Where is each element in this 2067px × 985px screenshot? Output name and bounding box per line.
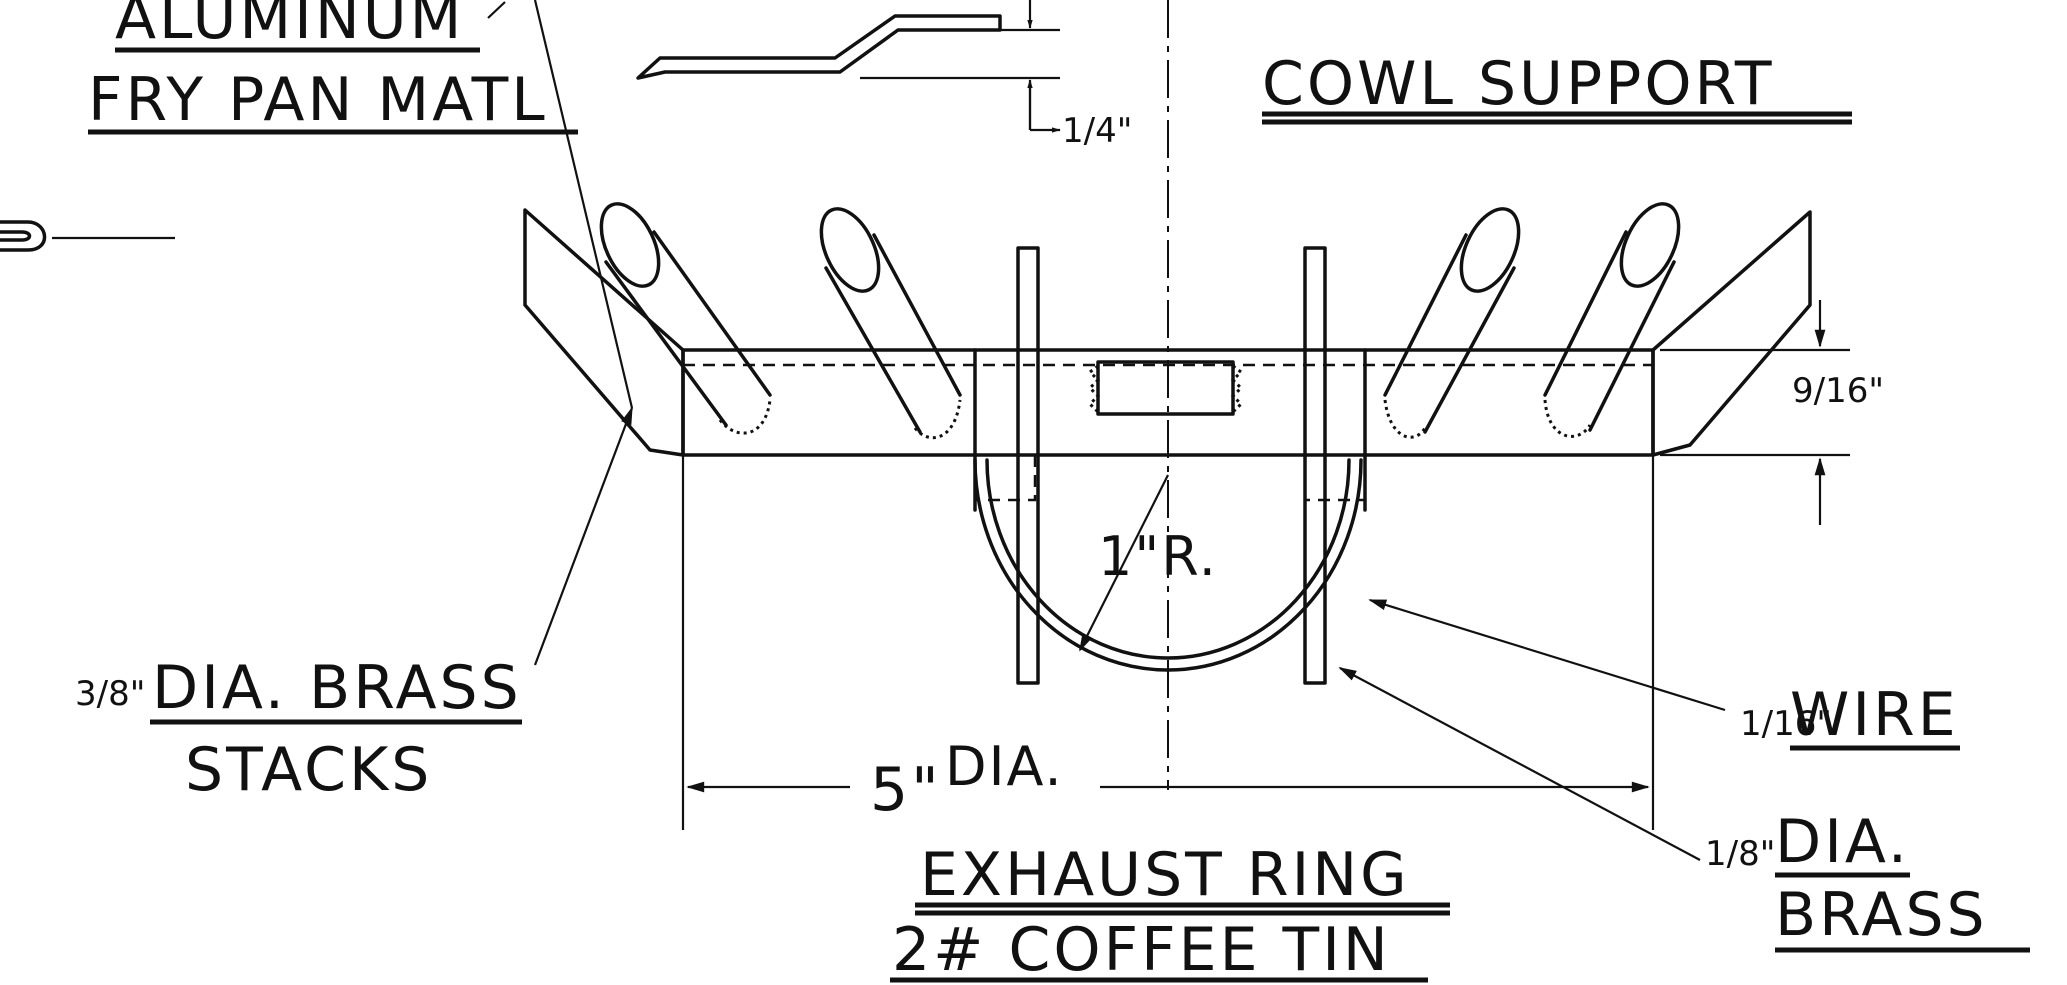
brass-rod-left [1016,246,1040,685]
stack-2 [819,207,962,440]
label-wire-fraction: 1/16" [1740,704,1832,744]
leader-aluminum [487,1,506,19]
label-quarter-inch: 1/4" [1062,111,1132,151]
brass-stacks-callout: 3/8" DIA. BRASS STACKS [75,0,634,805]
stack-3 [1383,207,1521,439]
label-wire: WIRE [1790,680,1959,750]
label-one-inch-radius: 1"R. [1098,525,1218,588]
aluminum-strip-profile: 1/4" [636,0,1132,151]
wire-callout: 1/16" WIRE [1368,598,1960,751]
cowl-support-title: COWL SUPPORT [1262,49,1852,125]
height-dimension: 9/16" [1660,300,1884,525]
brass-rod-right [1303,246,1327,685]
material-callout: ALUMINUM FRY PAN MATL [88,0,578,135]
label-cowl-support: COWL SUPPORT [1262,49,1775,119]
label-brass-stacks-fraction: 3/8" [75,674,145,714]
brass-rod-callout: 1/8" DIA. BRASS [1338,667,2030,953]
radius-callout: 1"R. [1079,474,1218,652]
label-exhaust-ring: EXHAUST RING [920,840,1410,910]
label-aluminum: ALUMINUM [115,0,464,53]
dimension-arrow-lower [1028,82,1060,130]
label-five-inch: 5" [870,755,942,825]
wire-support [973,348,1367,672]
label-brass-stacks-line2: STACKS [185,735,432,805]
right-stack-plate [1651,210,1812,457]
label-brass-rod-fraction: 1/8" [1705,834,1775,874]
label-brass-rod-line2: BRASS [1775,880,1988,950]
exhaust-ring-title: EXHAUST RING 2# COFFEE TIN [890,840,1450,985]
diameter-dimension: 5" DIA. [681,455,1655,830]
clip-fragment [0,220,175,252]
label-brass-stacks-line1: DIA. BRASS [152,653,522,723]
stack-1 [599,202,772,435]
left-stack-plate [523,208,685,457]
label-dia: DIA. [945,735,1064,798]
label-fry-pan-matl: FRY PAN MATL [88,65,548,135]
stack-4 [1543,202,1681,438]
label-brass-rod-line1: DIA. [1775,807,1910,877]
label-nine-sixteenths: 9/16" [1792,371,1884,411]
label-coffee-tin: 2# COFFEE TIN [892,915,1391,985]
